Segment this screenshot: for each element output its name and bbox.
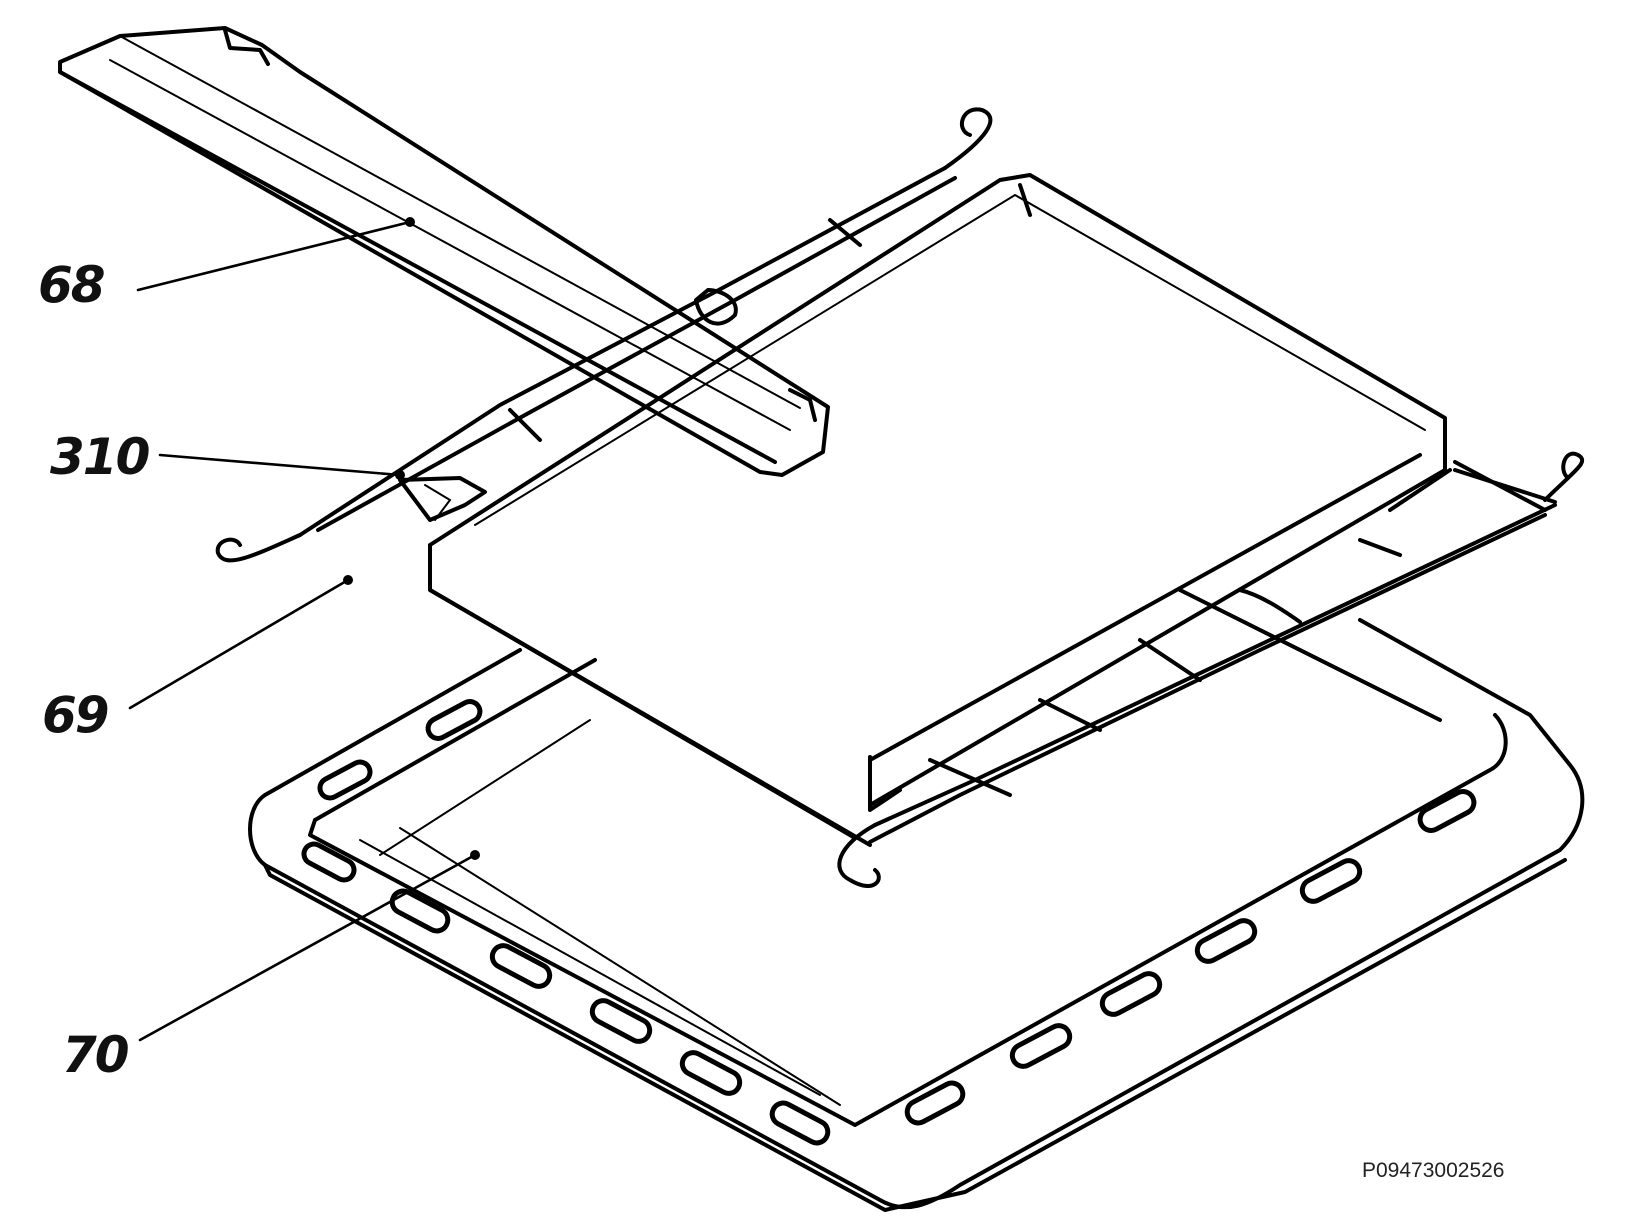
part-70-frame (248, 618, 1585, 1212)
part-label-70: 70 (62, 1026, 130, 1084)
leader-lines (128, 217, 480, 1042)
part-label-310: 310 (50, 428, 150, 486)
part-310-bracket (398, 476, 487, 522)
part-68-rail (58, 26, 830, 477)
shelf-tray (428, 173, 1447, 847)
document-code: P09473002526 (1362, 1159, 1505, 1182)
part-label-69: 69 (42, 686, 110, 744)
part-69-wire-support (215, 107, 1585, 888)
part-label-68: 68 (38, 256, 106, 314)
